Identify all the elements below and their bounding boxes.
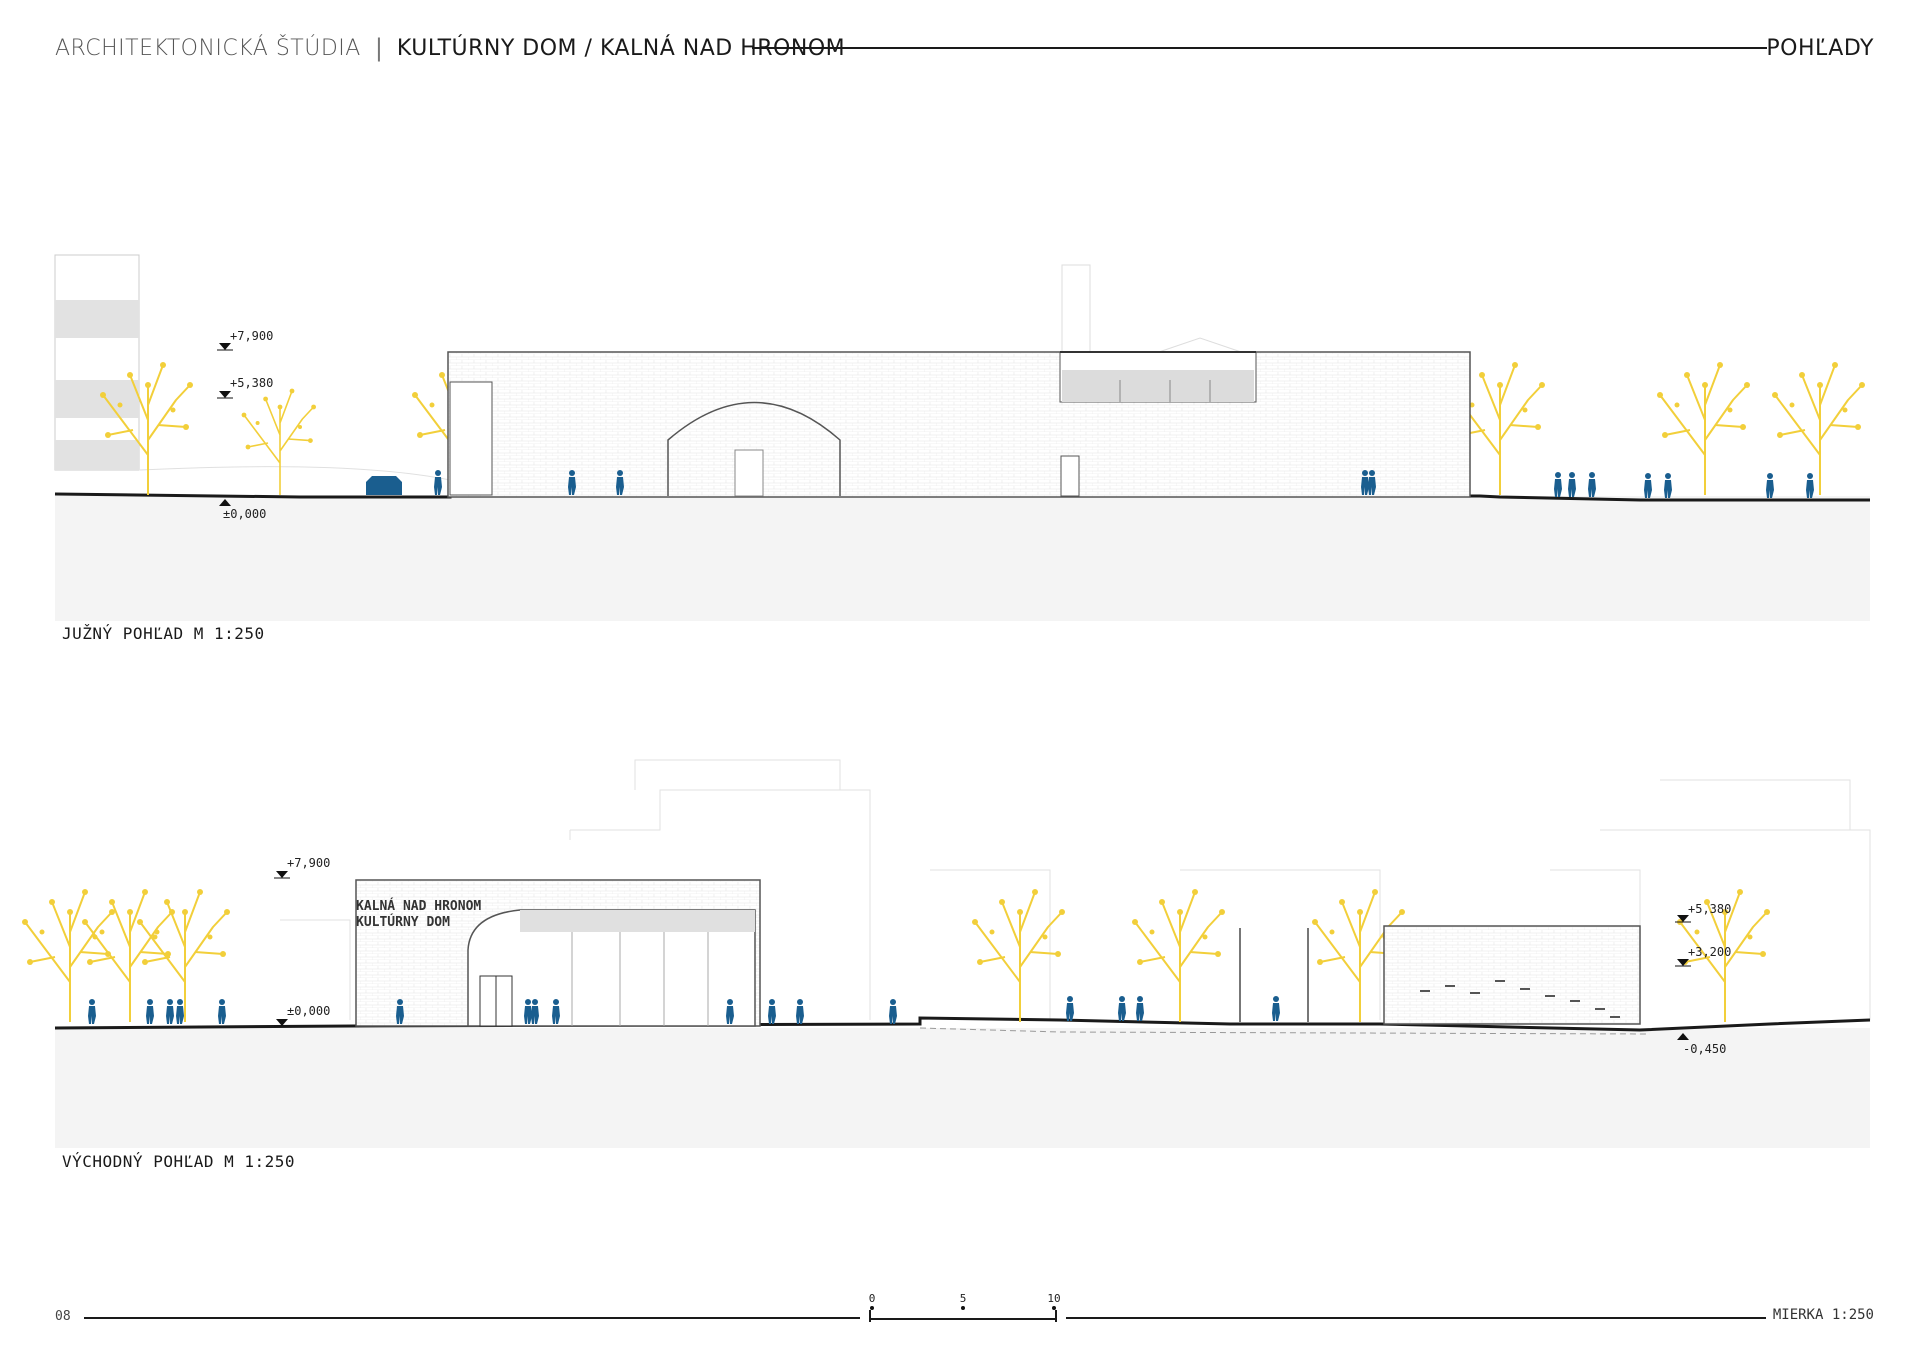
tree-icon [1131, 888, 1226, 1023]
underground-dashed [919, 1027, 1651, 1035]
footer-rule-right [1066, 1317, 1766, 1319]
person-icon [889, 999, 897, 1024]
side-door [1060, 455, 1080, 497]
person-icon [1066, 996, 1074, 1021]
entrance-frame [449, 381, 493, 496]
background-balcony [55, 380, 139, 418]
stage-wall-pattern [1420, 980, 1620, 1018]
person-icon [531, 999, 539, 1024]
background-building [1600, 779, 1871, 1020]
arched-hall-wall [667, 401, 841, 496]
pavilion-canopy [520, 910, 755, 932]
arched-hall-door [734, 449, 764, 497]
scale-bar [870, 1318, 1056, 1320]
east-level-right-low: -0,450 [1683, 1042, 1726, 1056]
south-ground-fill [55, 496, 1870, 621]
south-elevation-caption: JUŽNÝ POHĽAD M 1:250 [62, 624, 265, 643]
person-icon [726, 999, 734, 1024]
header-separator: | [374, 34, 383, 62]
south-elevation-drawing: +7,900 +5,380 ±0,000 [54, 254, 1870, 621]
scale-dot [961, 1306, 965, 1310]
person-icon [1118, 996, 1126, 1021]
studio-name: ARCHITEKTONICKÁ ŠTÚDIA [55, 35, 361, 61]
footer-rule-left [84, 1317, 860, 1319]
scale-tick-5: 5 [959, 1292, 967, 1305]
person-icon [218, 999, 226, 1024]
level-marker-icon [1674, 958, 1692, 967]
tree-icon [21, 888, 116, 1023]
east-level-ground: ±0,000 [287, 1004, 330, 1018]
background-building [634, 759, 841, 790]
section-title: POHĽADY [1766, 35, 1874, 61]
header-title-block: ARCHITEKTONICKÁ ŠTÚDIA | KULTÚRNY DOM / … [55, 30, 845, 66]
background-roof [1149, 337, 1251, 356]
scale-label: MIERKA 1:250 [1772, 1307, 1874, 1323]
building-sign-line1: KALNÁ NAD HRONOM [356, 898, 481, 914]
east-level-top: +7,900 [287, 856, 330, 870]
east-level-right-mid: +3,200 [1688, 945, 1731, 959]
building-sign-line2: KULTÚRNY DOM [356, 914, 450, 930]
tree-icon [971, 888, 1066, 1023]
background-building [569, 789, 871, 1020]
person-icon [524, 999, 532, 1024]
level-marker-icon [1677, 1033, 1689, 1040]
level-mid: +5,380 [230, 376, 273, 390]
east-elevation-drawing: KALNÁ NAD HRONOM KULTÚRNY DOM +7,900 ±0,… [21, 759, 1871, 1148]
person-icon [146, 999, 154, 1024]
person-icon [88, 999, 96, 1024]
level-top: +7,900 [230, 329, 273, 343]
background-balcony [55, 440, 139, 470]
person-icon [166, 999, 174, 1024]
roof-terrace-glazing [1062, 370, 1254, 402]
scale-dot [870, 1306, 874, 1310]
scale-bar-end [869, 1310, 871, 1322]
page-number: 08 [55, 1309, 71, 1324]
header-rule [752, 47, 1767, 49]
person-icon [796, 999, 804, 1024]
person-icon [1136, 996, 1144, 1021]
tree-icon [81, 888, 176, 1023]
person-icon [552, 999, 560, 1024]
east-level-right-top: +5,380 [1688, 902, 1731, 916]
person-icon [176, 999, 184, 1024]
east-elevation-caption: VÝCHODNÝ POHĽAD M 1:250 [62, 1152, 296, 1171]
person-icon [396, 999, 404, 1024]
person-icon [1272, 996, 1280, 1021]
scale-dot [1052, 1306, 1056, 1310]
scale-bar-end [1055, 1310, 1057, 1322]
scale-tick-10: 10 [1047, 1292, 1061, 1305]
car-icon [366, 476, 402, 495]
background-balcony [55, 300, 139, 338]
level-marker-icon [219, 499, 231, 506]
east-ground-fill [55, 1028, 1870, 1148]
stage-building [1383, 925, 1641, 1025]
level-ground: ±0,000 [223, 507, 266, 521]
background-building [930, 869, 1381, 1020]
person-icon [768, 999, 776, 1024]
background-terrain [139, 466, 451, 481]
scale-tick-0: 0 [868, 1292, 876, 1305]
level-marker-icon [273, 870, 291, 879]
